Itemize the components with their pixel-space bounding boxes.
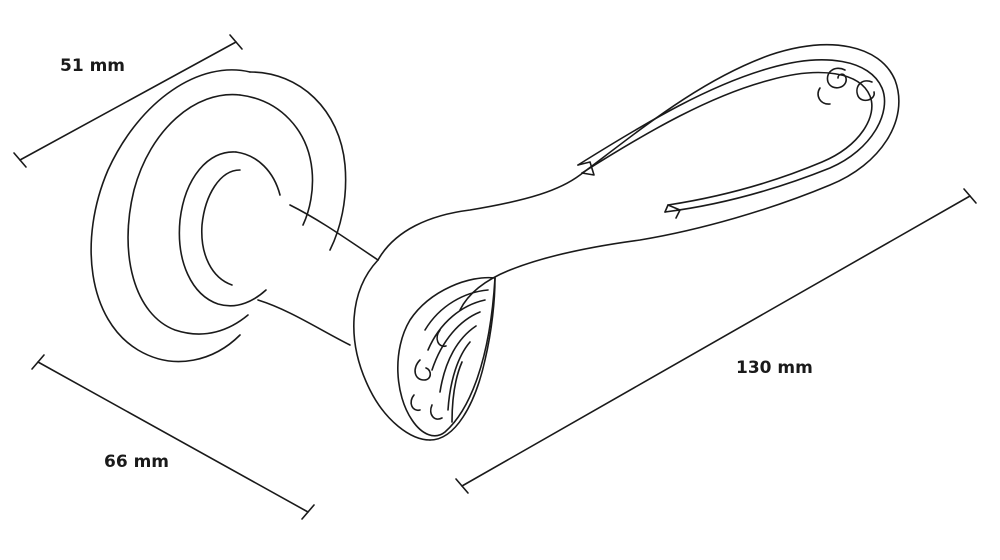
dimension-line-rosette <box>31 354 315 520</box>
dimension-line-length <box>455 188 977 494</box>
lever-handle <box>353 44 900 441</box>
dimension-label-length: 130 mm <box>736 358 813 378</box>
lever-end-ornament <box>397 276 496 437</box>
handle-neck <box>257 204 379 346</box>
rosette <box>90 69 347 363</box>
dimension-line-width <box>13 34 243 168</box>
dimension-label-width: 51 mm <box>60 56 126 76</box>
dimension-label-rosette: 66 mm <box>104 452 170 472</box>
